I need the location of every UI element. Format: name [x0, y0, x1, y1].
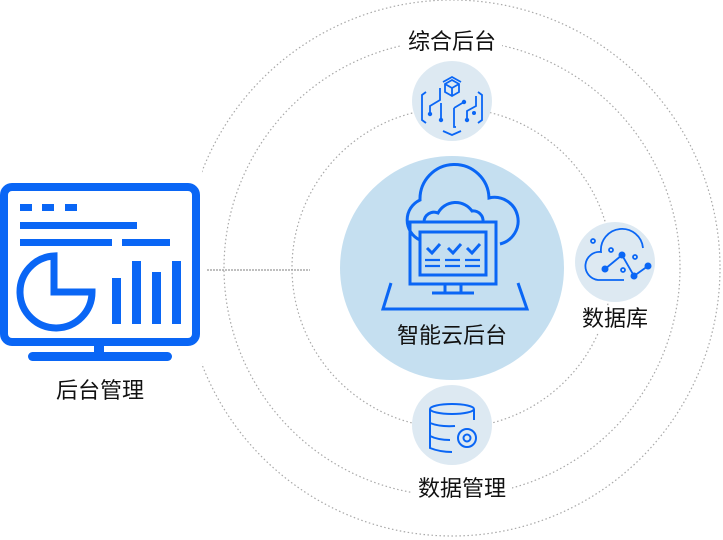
node-label-bottom: 数据管理	[411, 477, 513, 503]
integrated-backend-node[interactable]	[412, 61, 492, 141]
data-management-node[interactable]	[412, 385, 492, 465]
database-node[interactable]	[575, 222, 655, 302]
center-label: 智能云后台	[396, 324, 508, 349]
center-circle	[340, 156, 564, 380]
database-gear-icon	[429, 403, 477, 453]
cloud-network-icon	[584, 228, 649, 281]
node-label-right: 数据库	[575, 307, 655, 333]
middle-orbit	[223, 39, 681, 497]
outer-orbit	[183, 0, 721, 537]
left-label: 后台管理	[55, 379, 145, 404]
circuit-cube-icon	[421, 75, 483, 136]
dashboard-monitor-icon	[0, 183, 200, 361]
cloud-monitor-icon	[380, 163, 530, 311]
node-label-top: 综合后台	[401, 30, 503, 56]
